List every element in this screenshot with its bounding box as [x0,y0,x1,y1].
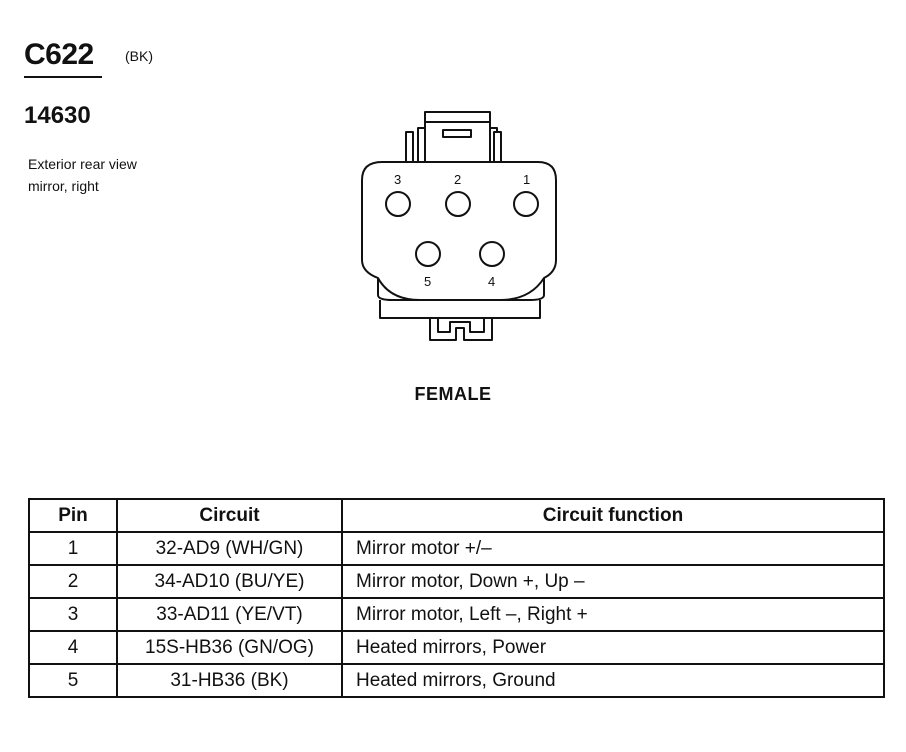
pin-cavity-1 [513,191,539,217]
pin-label-2: 2 [454,172,461,187]
table-row: 4 15S-HB36 (GN/OG) Heated mirrors, Power [28,630,885,665]
cell-circuit: 33-AD11 (YE/VT) [116,597,343,632]
connector-id-underline [24,76,102,78]
pin-cavity-3 [385,191,411,217]
cell-pin: 2 [28,564,118,599]
connector-gender: FEMALE [414,384,492,404]
header-function: Circuit function [341,498,885,533]
table-row: 3 33-AD11 (YE/VT) Mirror motor, Left –, … [28,597,885,632]
pin-label-3: 3 [394,172,401,187]
connector-id: C622 [24,38,94,71]
header-pin: Pin [28,498,118,533]
cell-function: Heated mirrors, Power [341,630,885,665]
pin-cavity-2 [445,191,471,217]
cell-pin: 5 [28,663,118,698]
pin-label-1: 1 [523,172,530,187]
description-line: Exterior rear view [28,156,137,172]
body-inner-curve [377,277,545,301]
table-row: 1 32-AD9 (WH/GN) Mirror motor +/– [28,531,885,566]
cell-pin: 1 [28,531,118,566]
side-post-left-inner [417,127,425,162]
cell-circuit: 31-HB36 (BK) [116,663,343,698]
cell-function: Heated mirrors, Ground [341,663,885,698]
cell-function: Mirror motor +/– [341,531,885,566]
pin-cavity-4 [479,241,505,267]
side-post-left [405,131,414,162]
description-line: mirror, right [28,178,99,194]
bottom-latch [429,318,493,341]
pin-label-5: 5 [424,274,431,289]
connector-face-diagram: 3 2 1 5 4 [361,111,557,341]
bottom-latch-inner [437,318,485,333]
connector-description: Exterior rear view mirror, right [28,153,137,197]
pin-cavity-5 [415,241,441,267]
cell-circuit: 32-AD9 (WH/GN) [116,531,343,566]
body-bottom-step [379,300,541,319]
cell-circuit: 15S-HB36 (GN/OG) [116,630,343,665]
connector-color: (BK) [125,48,153,64]
cell-function: Mirror motor, Down +, Up – [341,564,885,599]
pin-table: Pin Circuit Circuit function 1 32-AD9 (W… [28,498,885,698]
latch-slot [442,129,472,138]
table-row: 5 31-HB36 (BK) Heated mirrors, Ground [28,663,885,698]
latch-tab [424,111,491,162]
table-row: 2 34-AD10 (BU/YE) Mirror motor, Down +, … [28,564,885,599]
connector-body [361,161,557,301]
header-circuit: Circuit [116,498,343,533]
cell-circuit: 34-AD10 (BU/YE) [116,564,343,599]
side-post-right [493,131,502,162]
pin-label-4: 4 [488,274,495,289]
cell-pin: 4 [28,630,118,665]
cell-pin: 3 [28,597,118,632]
table-header-row: Pin Circuit Circuit function [28,498,885,533]
part-number: 14630 [24,102,91,129]
cell-function: Mirror motor, Left –, Right + [341,597,885,632]
side-post-right-inner [490,127,498,132]
